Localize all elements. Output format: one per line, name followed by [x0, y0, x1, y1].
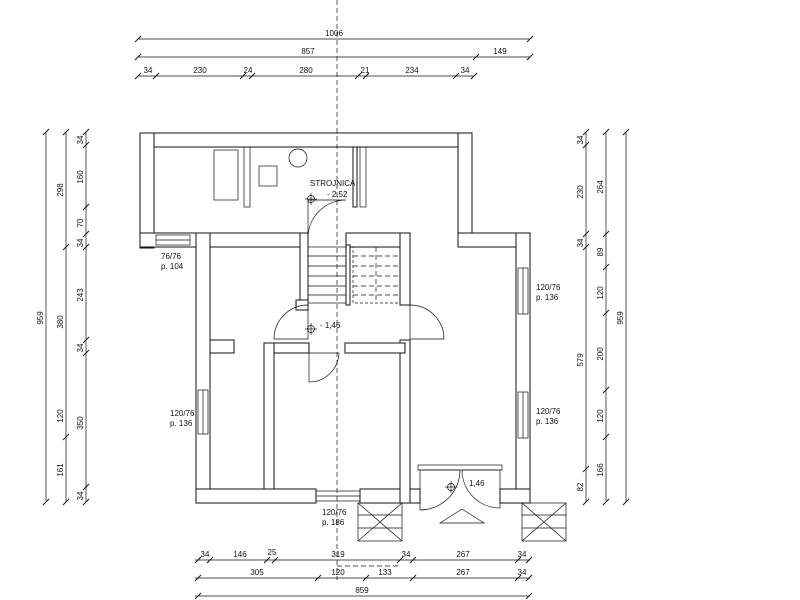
- door-hall-right: [409, 304, 445, 340]
- dim-top-row3-4: 21: [361, 66, 370, 75]
- dim-top-row2-a: 857: [301, 47, 315, 56]
- dim-bottom-row2-2: 133: [378, 568, 392, 577]
- door-entry-right: [461, 469, 501, 509]
- dim-bottom-total: 859: [355, 586, 369, 595]
- level-label-top: - 2,52: [327, 190, 348, 199]
- dim-bottom-row2-3: 267: [456, 568, 470, 577]
- dim-left-total: 959: [36, 311, 45, 325]
- dim-right-mid-4: 120: [596, 409, 605, 423]
- dim-left-mid-1: 380: [56, 315, 65, 329]
- dim-left-inner-7: 350: [76, 416, 85, 430]
- dim-left-mid-0: 298: [56, 183, 65, 197]
- dim-bottom-row1-2: 25: [268, 548, 277, 557]
- dim-right-mid-5: 166: [596, 463, 605, 477]
- level-label-mid: - 1,46: [320, 321, 341, 330]
- bottom-dimensions: 34 146 25 319 34 267 34 305 120 133 267 …: [194, 548, 533, 600]
- dim-bottom-row2-1: 120: [331, 568, 345, 577]
- dim-right-mid-2: 120: [596, 286, 605, 300]
- dim-left-inner-6: 120: [56, 409, 65, 423]
- dim-bottom-row1-6: 34: [518, 550, 527, 559]
- window-label-2-size: 120/76: [536, 283, 561, 292]
- dim-bottom-row1-5: 267: [456, 550, 470, 559]
- right-dimensions: 34 230 34 579 82 264 89 120 200 120 166 …: [576, 128, 630, 506]
- dim-left-mid-2: 161: [56, 463, 65, 477]
- walls: [139, 132, 531, 504]
- dim-top-row3-6: 34: [461, 66, 470, 75]
- dim-bottom-row2-4: 34: [518, 568, 527, 577]
- window-label-3-size: 120/76: [536, 407, 561, 416]
- exterior-steps: [357, 502, 567, 542]
- dim-right-mid-3: 200: [596, 347, 605, 361]
- dim-right-inner-0: 34: [576, 135, 585, 144]
- dim-right-mid-1: 89: [596, 247, 605, 256]
- door-hall-left: [273, 304, 309, 340]
- dim-left-inner-3: 34: [76, 238, 85, 247]
- window-label-0-sill: p. 104: [161, 262, 184, 271]
- window-label-1-sill: p. 136: [170, 419, 193, 428]
- dim-top-row3-3: 280: [299, 66, 313, 75]
- left-dimensions: 959 298 380 161 34 160 70 34 243 34 120 …: [36, 128, 90, 506]
- window-label-0-size: 76/76: [161, 252, 182, 261]
- window-label-3-sill: p. 136: [536, 417, 559, 426]
- dim-left-inner-0: 34: [76, 135, 85, 144]
- window-label-4-sill: p. 186: [322, 518, 345, 527]
- room-label-strojnica: STROJNICA: [310, 179, 356, 188]
- door-machine-room: [307, 199, 347, 239]
- level-markers: [305, 193, 457, 493]
- window-label-1-size: 120/76: [170, 409, 195, 418]
- dim-bottom-row1-0: 34: [201, 550, 210, 559]
- pipe-column-2: [359, 146, 367, 208]
- windows: [155, 234, 529, 502]
- dim-bottom-row2-0: 305: [250, 568, 264, 577]
- dim-bottom-row1-4: 34: [402, 550, 411, 559]
- boiler-unit: [213, 149, 239, 201]
- dim-top-row2-b: 149: [493, 47, 507, 56]
- level-label-entry: 1,46: [469, 479, 485, 488]
- dim-right-inner-1: 230: [576, 185, 585, 199]
- dim-right-inner-4: 82: [576, 482, 585, 491]
- door-entry-left: [419, 469, 461, 511]
- dim-left-inner-1: 160: [76, 170, 85, 184]
- dim-top-row3-1: 230: [193, 66, 207, 75]
- entry-arrow: [438, 508, 486, 524]
- dim-top-row3-2: 24: [244, 66, 253, 75]
- dim-right-inner-3: 579: [576, 353, 585, 367]
- dim-left-inner-8: 34: [76, 491, 85, 500]
- dim-top-row3-0: 34: [144, 66, 153, 75]
- door-hall-down: [308, 352, 340, 383]
- water-tank: [288, 148, 308, 168]
- dim-left-inner-4: 243: [76, 288, 85, 302]
- dim-right-inner-2: 34: [576, 238, 585, 247]
- stairs: [307, 246, 401, 304]
- dim-top-row3-5: 234: [405, 66, 419, 75]
- dim-bottom-row1-3: 319: [331, 550, 345, 559]
- doors: [273, 199, 503, 511]
- window-label-2-sill: p. 136: [536, 293, 559, 302]
- dim-top-total: 1006: [325, 29, 343, 38]
- window-label-4-size: 120/76: [322, 508, 347, 517]
- dim-right-mid-0: 264: [596, 180, 605, 194]
- top-dimensions: 1006 857 149 34 230 24 280 21 234 34: [134, 29, 534, 80]
- pump-unit: [258, 165, 278, 187]
- dim-left-inner-2: 70: [76, 218, 85, 227]
- dim-right-total: 959: [616, 311, 625, 325]
- dim-bottom-row1-1: 146: [233, 550, 247, 559]
- pipe-column-1: [243, 146, 251, 208]
- machine-room-fixtures: [213, 146, 367, 208]
- dim-left-inner-5: 34: [76, 343, 85, 352]
